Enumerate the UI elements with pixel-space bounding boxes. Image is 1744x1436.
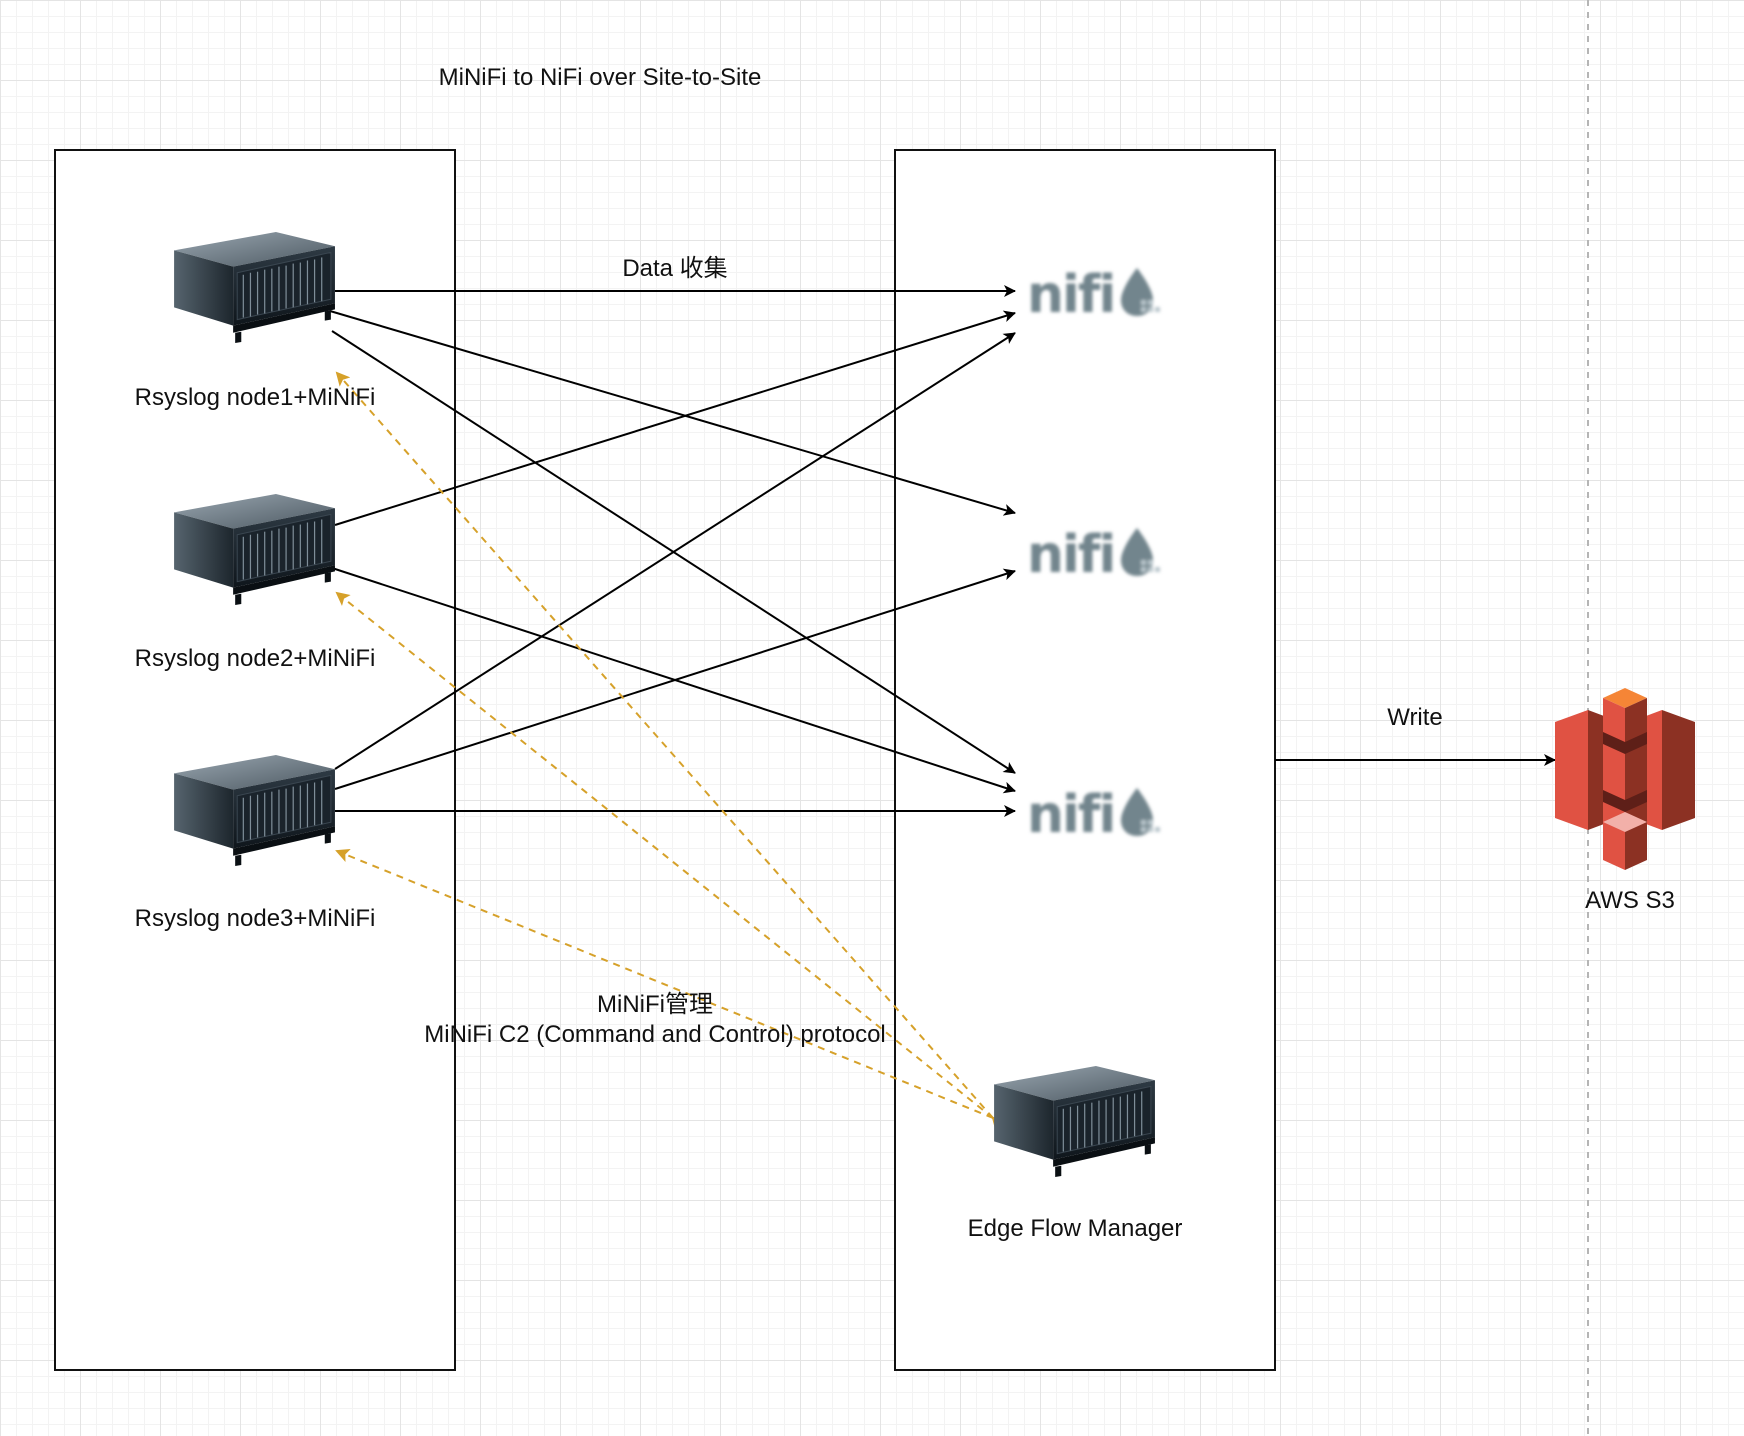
write-edge-label: Write <box>1387 704 1443 731</box>
management-label-line2: MiNiFi C2 (Command and Control) protocol <box>424 1021 886 1048</box>
edge-flow-manager-label: Edge Flow Manager <box>967 1215 1183 1242</box>
diagram-title: MiNiFi to NiFi over Site-to-Site <box>438 64 762 91</box>
aws-s3-label: AWS S3 <box>1585 887 1675 914</box>
management-label-line1: MiNiFi管理 <box>597 991 713 1018</box>
rsyslog-node1-label: Rsyslog node1+MiNiFi <box>134 384 376 411</box>
rsyslog-node3-label: Rsyslog node3+MiNiFi <box>134 905 376 932</box>
management-edges <box>335 371 1007 1132</box>
c2-edge-node3[interactable] <box>335 849 1007 1130</box>
rsyslog-node2-label: Rsyslog node2+MiNiFi <box>134 645 376 672</box>
aws-s3-icon[interactable] <box>1555 688 1695 870</box>
management-edge-label: MiNiFi管理 MiNiFi C2 (Command and Control)… <box>424 990 885 1050</box>
data-edge-label: Data 收集 <box>622 255 728 282</box>
